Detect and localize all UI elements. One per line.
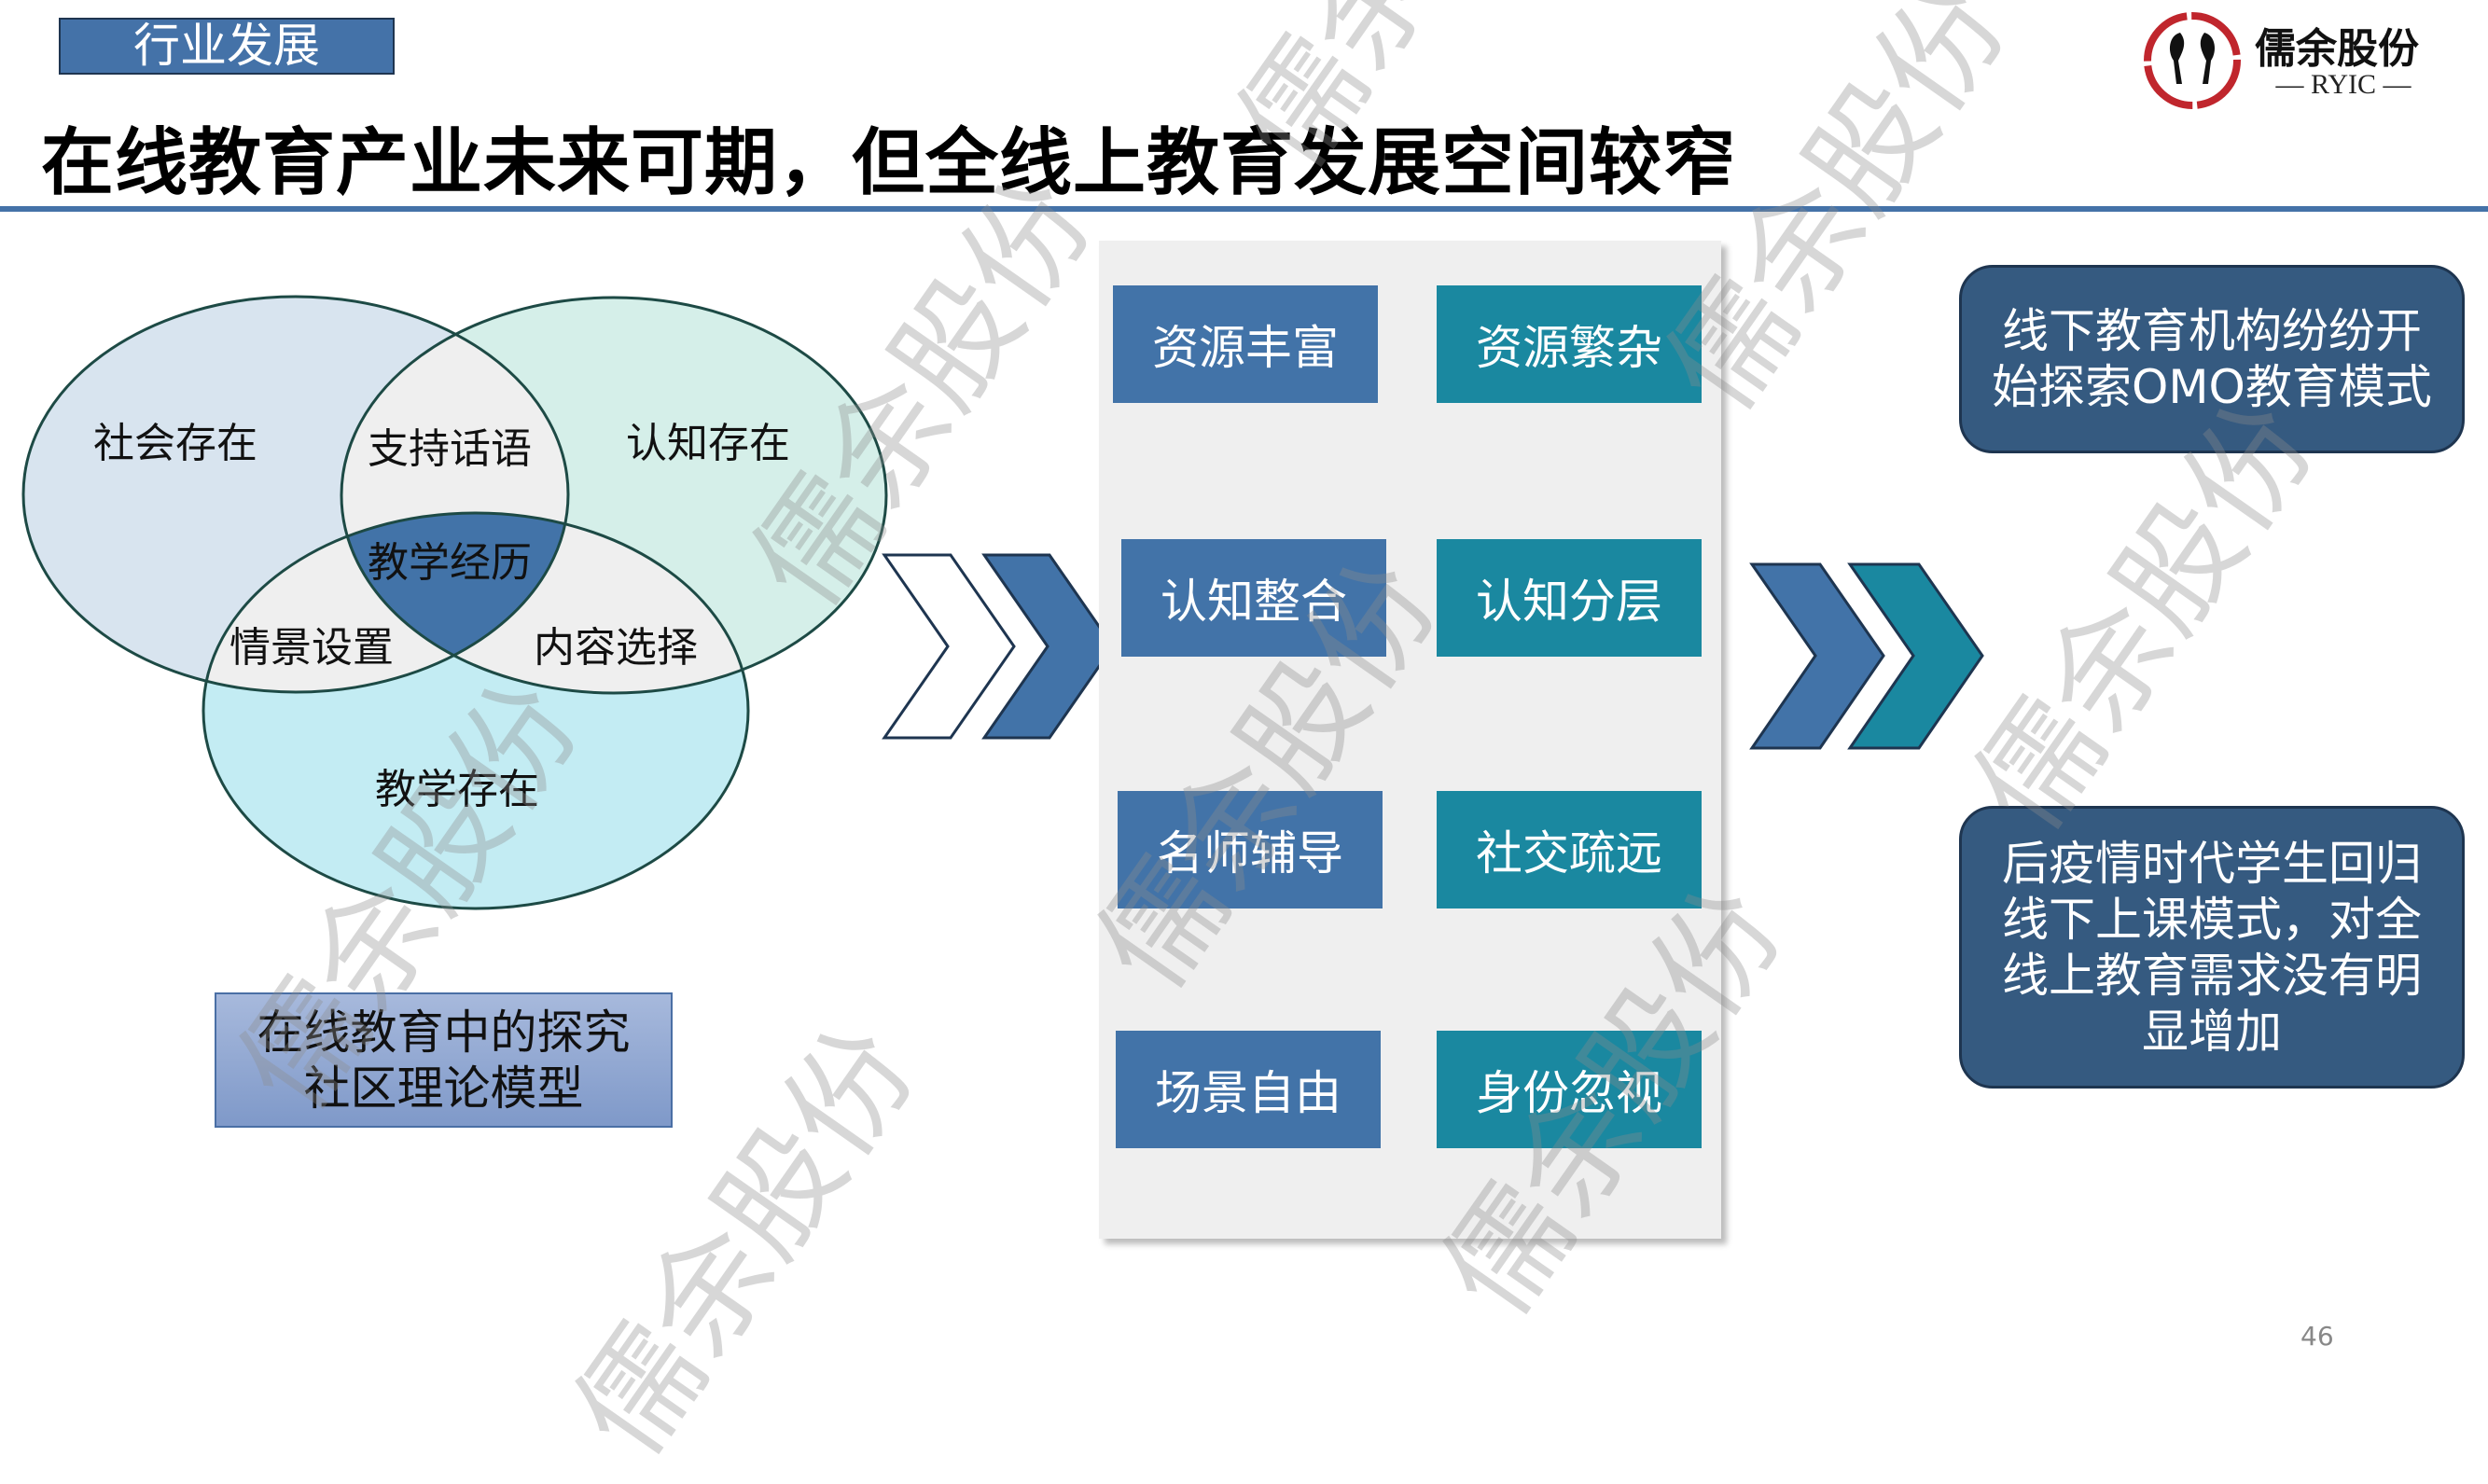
company-logo: 儒余股份 — RYIC —	[2141, 9, 2449, 117]
chevron-arrows-right-icon	[1749, 562, 1984, 750]
conclusion-box: 后疫情时代学生回归线下上课模式，对全线上教育需求没有明显增加	[1959, 806, 2465, 1089]
grid-item: 身份忽视	[1437, 1031, 1702, 1148]
grid-item: 认知分层	[1437, 539, 1702, 657]
venn-label-social: 社会存在	[93, 420, 257, 467]
conclusion-box: 线下教育机构纷纷开始探索OMO教育模式	[1959, 265, 2465, 453]
logo-emblem-icon	[2144, 12, 2241, 109]
grid-item: 资源丰富	[1113, 285, 1378, 403]
venn-label-content: 内容选择	[534, 624, 698, 672]
conclusion-text: 后疫情时代学生回归线下上课模式，对全线上教育需求没有明显增加	[2002, 836, 2422, 1059]
grid-item: 认知整合	[1121, 539, 1386, 657]
chevron-arrows-icon	[882, 553, 1115, 740]
venn-label-discourse: 支持话语	[368, 425, 532, 473]
section-tag: 行业发展	[59, 18, 395, 75]
page-title: 在线教育产业未来可期，但全线上教育发展空间较窄	[41, 121, 1737, 205]
grid-item: 场景自由	[1116, 1031, 1381, 1148]
venn-label-teaching: 教学存在	[375, 766, 539, 813]
title-divider	[0, 206, 2488, 212]
venn-label-cognitive: 认知存在	[626, 420, 790, 467]
model-caption: 在线教育中的探究社区理论模型	[215, 992, 673, 1128]
model-caption-text: 在线教育中的探究社区理论模型	[257, 1005, 631, 1116]
venn-label-center: 教学经历	[368, 539, 532, 587]
venn-label-climate: 情景设置	[229, 624, 394, 672]
grid-item: 资源繁杂	[1437, 285, 1702, 403]
conclusion-text: 线下教育机构纷纷开始探索OMO教育模式	[1992, 304, 2432, 414]
logo-name: 儒余股份	[2255, 25, 2419, 73]
grid-item: 社交疏远	[1437, 791, 1702, 908]
page-number: 46	[2300, 1321, 2334, 1352]
venn-diagram	[21, 295, 888, 910]
grid-item: 名师辅导	[1118, 791, 1383, 908]
logo-subtitle: — RYIC —	[2275, 69, 2412, 100]
logo-sub-text: RYIC	[2310, 69, 2377, 100]
